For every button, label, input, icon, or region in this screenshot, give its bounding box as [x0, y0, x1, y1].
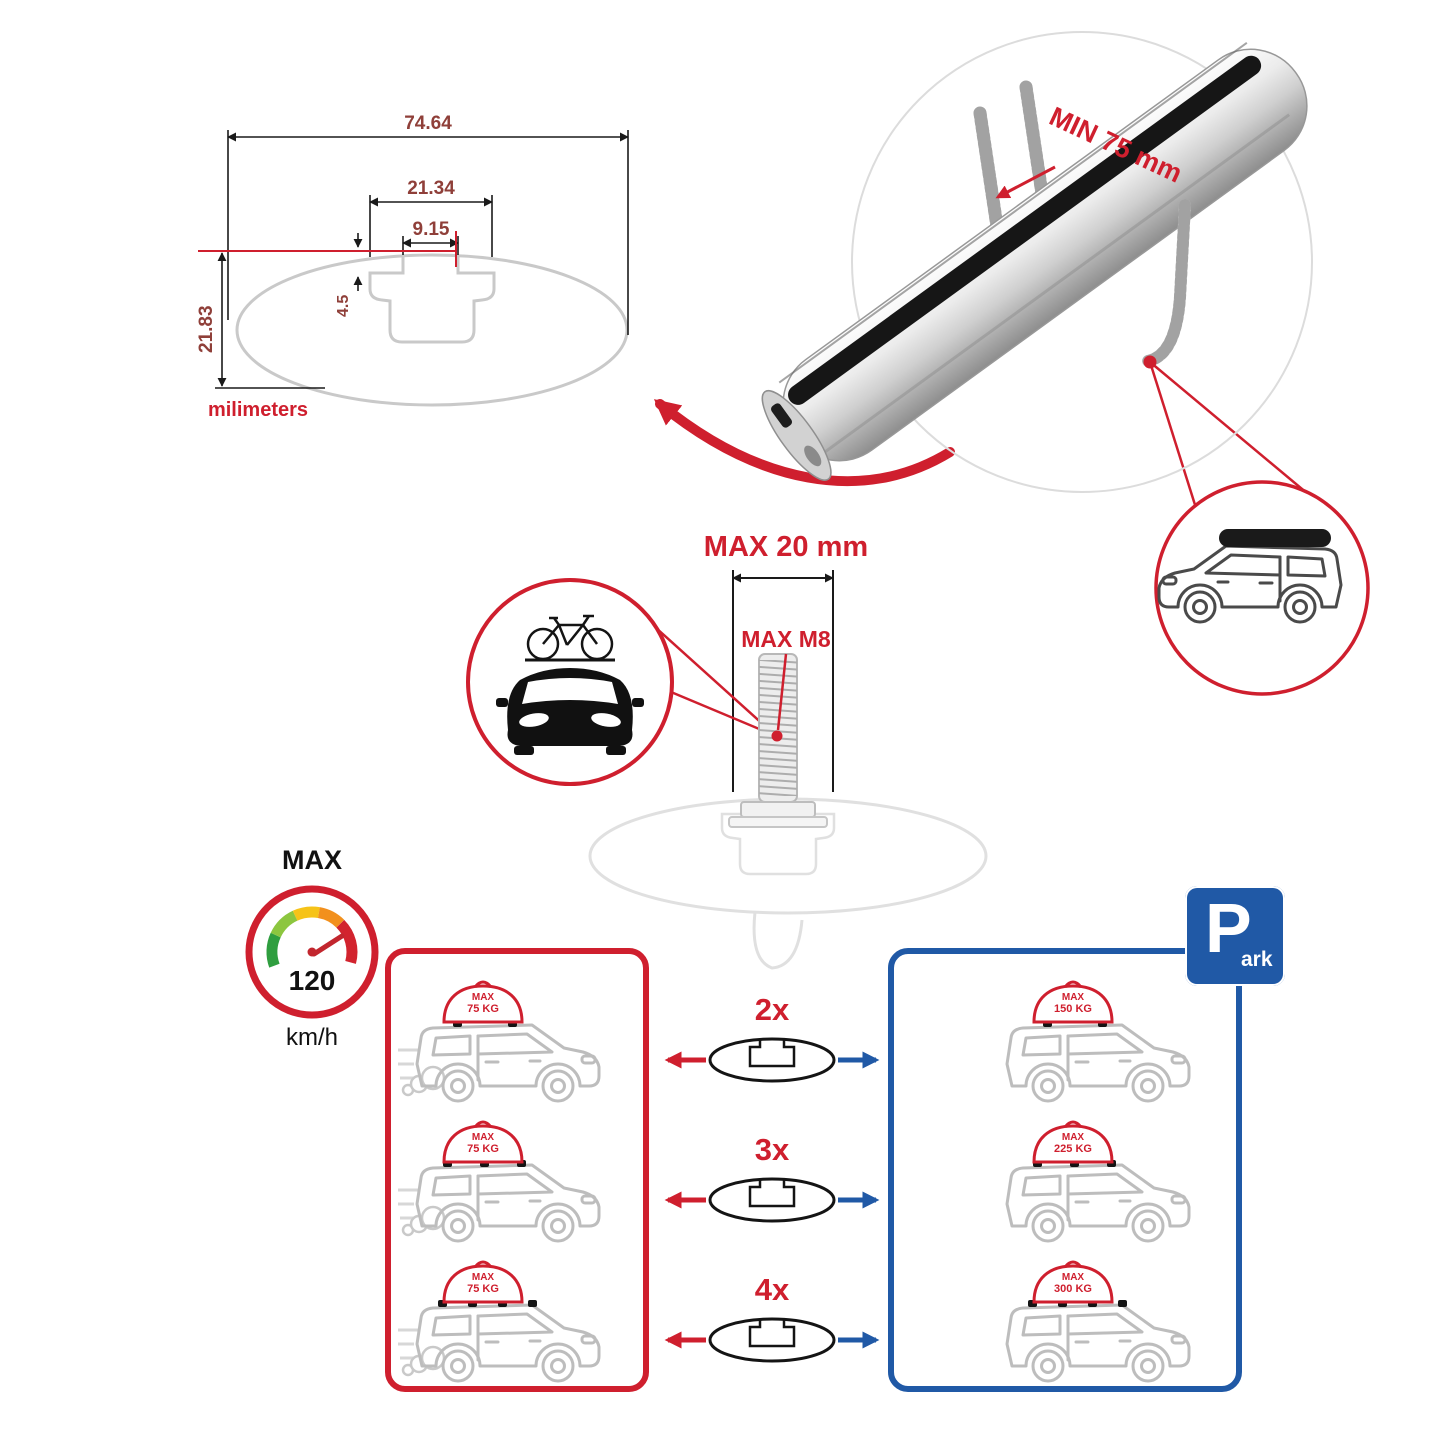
bag-load-label: MAX	[1062, 992, 1085, 1003]
speed-unit-label: km/h	[285, 1024, 338, 1051]
suv-icon	[1005, 1023, 1191, 1103]
crossbar-count-row	[664, 1317, 880, 1363]
max-length-label: MAX 20 mm	[704, 531, 868, 563]
multiplier-label: 2x	[754, 992, 790, 1027]
parked-car-row: MAX 225 KG	[1005, 1120, 1191, 1243]
bag-load-value: 75 KG	[467, 1003, 499, 1015]
bag-load-value: 225 KG	[1054, 1143, 1092, 1155]
callout-line	[1148, 361, 1198, 509]
min-clamp-arrow	[995, 165, 1056, 199]
bag-load-label: MAX	[1062, 1272, 1085, 1283]
bag-load-value: 300 KG	[1054, 1283, 1092, 1295]
parked-car-row: MAX 300 KG	[1005, 1260, 1191, 1383]
aluminum-crossbar	[761, 42, 1308, 481]
dim-slot-inner: 9.15	[413, 219, 450, 240]
bag-load-label: MAX	[472, 1132, 495, 1143]
exhaust-smoke-icon	[401, 1065, 446, 1097]
suv-icon	[415, 1163, 601, 1243]
bar-profile-outline	[235, 253, 629, 407]
speed-value: 120	[289, 965, 336, 996]
suv-icon	[415, 1023, 601, 1103]
bag-load-label: MAX	[1062, 1132, 1085, 1143]
parking-sign-suffix: ark	[1241, 948, 1273, 971]
exhaust-smoke-icon	[401, 1345, 446, 1377]
driving-car-row: MAX 75 KG	[398, 1260, 601, 1383]
dim-total-width: 74.64	[404, 113, 452, 134]
crossbar-count-row	[664, 1177, 880, 1223]
multiplier-label: 3x	[754, 1132, 790, 1167]
zoom-circle	[851, 31, 1313, 493]
crossbar-ellipse-icon	[708, 1317, 836, 1363]
suv-icon	[415, 1303, 601, 1383]
parking-sign: P ark	[1185, 886, 1285, 986]
units-label: milimeters	[208, 399, 308, 421]
datum-lines	[198, 231, 457, 267]
dim-slot-outer: 21.34	[407, 178, 455, 199]
dim-height: 21.83	[196, 305, 217, 353]
callout-dot	[1143, 355, 1157, 369]
max-thread-label: MAX M8	[741, 626, 831, 652]
exhaust-smoke-icon	[401, 1205, 446, 1237]
big-curved-arrow	[653, 399, 955, 487]
suv-icon	[1005, 1303, 1191, 1383]
bag-load-value: 75 KG	[467, 1143, 499, 1155]
rubber-strip	[788, 55, 1262, 405]
driving-car-row: MAX 75 KG	[398, 980, 601, 1103]
car-front-icon	[496, 668, 644, 755]
callout-line	[1149, 361, 1309, 495]
driving-car-row: MAX 75 KG	[398, 1120, 601, 1243]
dim-lip-depth: 4.5	[335, 295, 352, 317]
multiplier-label: 4x	[754, 1272, 790, 1307]
u-bolt-icon	[973, 80, 1051, 240]
crossbar-count-row	[664, 1037, 880, 1083]
bag-load-value: 75 KG	[467, 1283, 499, 1295]
crossbar-ellipse-icon	[708, 1177, 836, 1223]
callout-dot	[771, 730, 783, 742]
bag-load-label: MAX	[472, 1272, 495, 1283]
speed-max-label: MAX	[282, 845, 342, 875]
parking-sign-letter: P	[1205, 889, 1252, 967]
bag-load-label: MAX	[472, 992, 495, 1003]
cross-section-diagram: 74.64 21.34 9.15 4.5 21.83 milimeters	[196, 113, 629, 421]
parked-car-row: MAX 150 KG	[1005, 980, 1191, 1103]
bag-load-value: 150 KG	[1054, 1003, 1092, 1015]
bolt-section: MAX 20 mm MAX M8	[466, 531, 988, 970]
speedometer-icon: 120	[245, 885, 379, 1019]
suv-roofbox-badge	[1154, 480, 1370, 696]
roofbox-icon	[1219, 529, 1331, 547]
crossbar-ellipse-icon	[708, 1037, 836, 1083]
crossbar-render: MIN 75 mm	[761, 31, 1313, 493]
suv-icon	[1005, 1163, 1191, 1243]
bike-on-car-badge	[466, 578, 674, 786]
